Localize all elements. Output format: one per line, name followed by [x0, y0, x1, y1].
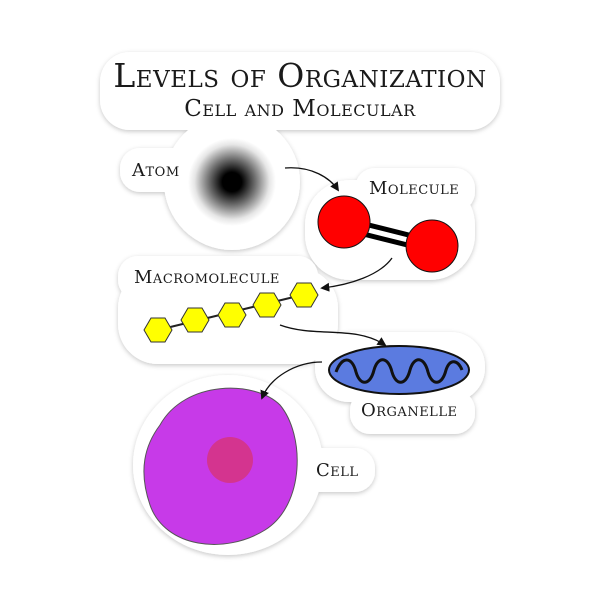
organelle-icon [328, 345, 470, 395]
molecule-icon [317, 195, 459, 273]
label-organelle: Organelle [361, 400, 458, 421]
label-molecule: Molecule [369, 178, 460, 199]
arrow-atom-to-molecule [284, 167, 340, 192]
cell-nucleus [207, 437, 253, 483]
diagram-title: Levels of Organization [113, 56, 487, 95]
label-atom: Atom [132, 160, 180, 181]
arrow-organelle-to-cell [260, 361, 323, 400]
arrow-macromolecule-to-organelle [279, 324, 387, 347]
progression-arrows [260, 167, 393, 400]
macromolecule-icon [143, 282, 319, 343]
label-macromolecule: Macromolecule [134, 267, 280, 288]
cell-icon [143, 387, 298, 545]
atom-icon [188, 138, 276, 226]
label-cell: Cell [316, 460, 359, 481]
arrow-molecule-to-macromolecule [320, 257, 393, 292]
diagram-subtitle: Cell and Molecular [184, 96, 416, 122]
